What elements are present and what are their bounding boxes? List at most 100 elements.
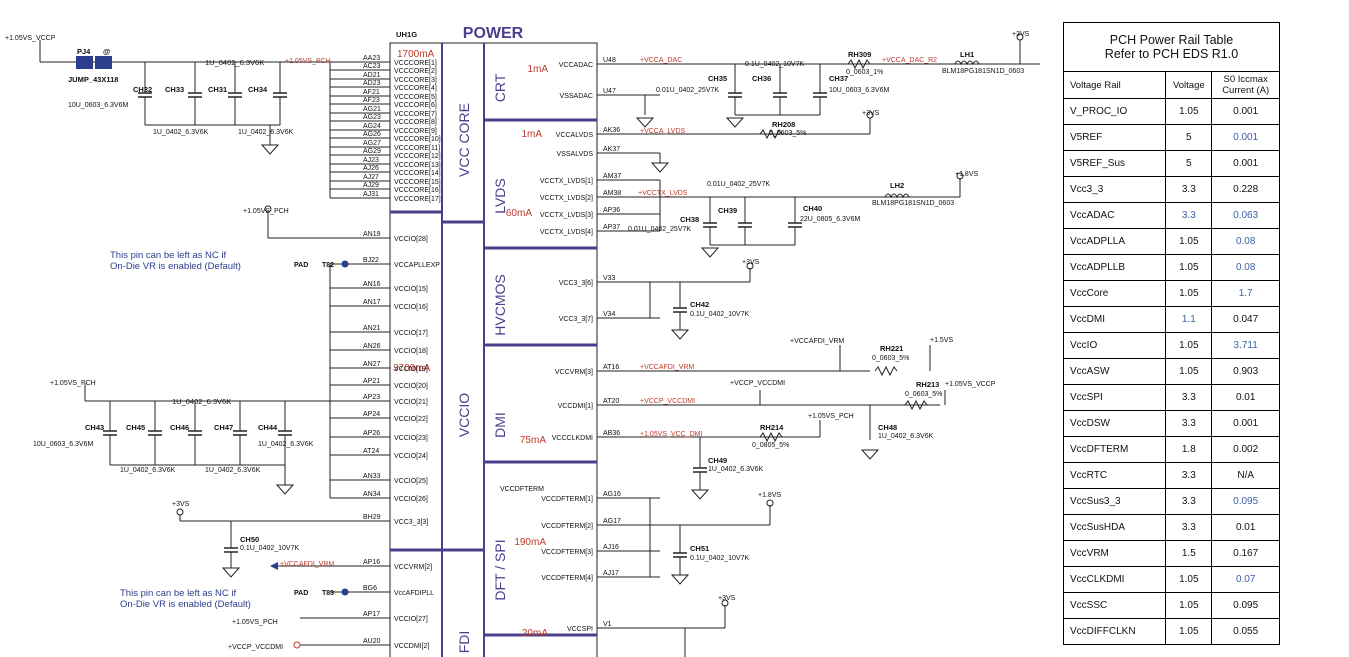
table-cell: VccDIFFCLKN [1062,618,1167,645]
test-pad [341,260,349,268]
pin-name: VCCDFTERM[3] [541,549,593,556]
pin-number: AN16 [363,281,381,288]
table-cell: 0.903 [1211,358,1280,385]
table-title-line: PCH Power Rail Table [1109,33,1234,47]
ground-symbol [635,117,655,128]
pin-number: AN19 [363,231,381,238]
net-label: +VCCP_VCCDMI [228,644,283,651]
current-label: 1700mA [397,49,435,60]
table-cell: VccIO [1062,332,1167,359]
net-label: +1.05VS_VCCP [945,381,996,388]
pin-name: VCCIO[27] [394,616,428,623]
pin-number: AG26 [363,131,381,138]
pin-name: VCCSPI [567,626,593,633]
net-label: +VCCP_VCCDMI [730,380,785,387]
pin-number: V33 [603,275,616,282]
table-cell: VccRTC [1062,462,1167,489]
pin-name: VCCDFTERM[2] [541,523,593,530]
component-value: 1U_0402_6.3V6K [205,467,261,474]
component-ref: CH44 [258,423,278,432]
pin-name: VCCIO[23] [394,435,428,442]
ground-symbol [260,144,280,155]
table-cell: 5 [1165,124,1213,151]
pin-name: VccAFDIPLL [394,590,434,597]
table-cell: 3.3 [1165,384,1213,411]
ground-symbol [221,567,241,578]
component-value: 0.01U_0402_25V7K [628,226,691,233]
component-value: 10U_0603_6.3V6M [68,102,128,109]
jumper-mark: @ [103,47,110,56]
component-value: BLM18PG181SN1D_0603 [942,68,1024,75]
pin-name: VCC3_3[3] [394,519,428,526]
pin-name: VCCCORE[7] [394,111,437,118]
component-ref: RH208 [772,120,795,129]
pin-name: VCCDFTERM[4] [541,575,593,582]
nc-note: On-Die VR is enabled (Default) [120,599,251,610]
table-cell: 0.167 [1211,540,1280,567]
pin-number: AG27 [363,140,381,147]
pin-number: AT16 [603,364,619,371]
table-cell: VccADAC [1062,202,1167,229]
component-ref: RH221 [880,344,903,353]
group-label: LVDS [492,178,508,214]
component-ref: RH309 [848,50,871,59]
pin-number: U47 [603,88,616,95]
group-label: CRT [492,73,508,102]
pin-number: AU20 [363,638,381,645]
component-ref: CH50 [240,535,259,544]
pin-number: U48 [603,57,616,64]
pin-number: AC23 [363,63,381,70]
pin-number: AF23 [363,97,380,104]
inductor [954,60,980,66]
pin-name: VCCCORE[5] [394,94,437,101]
current-label: 60mA [506,208,532,219]
component-ref: RH213 [916,380,939,389]
component-ref: PJ4 [77,47,91,56]
table-cell: 3.3 [1165,462,1213,489]
component-ref: CH48 [878,423,897,432]
table-cell: 0.01 [1211,384,1280,411]
pin-number: AG16 [603,491,621,498]
net-label: +1.05VS_PCH [50,380,96,387]
pin-name: VCCIO[20] [394,383,428,390]
component-value: 0.01U_0402_25V7K [656,87,719,94]
table-cell: VccCore [1062,280,1167,307]
table-cell: 1.05 [1165,280,1213,307]
pin-number: V34 [603,311,616,318]
component-ref: CH39 [718,206,737,215]
pin-name: VCCCORE[17] [394,196,441,203]
table-cell: 3.3 [1165,488,1213,515]
table-cell: V_PROC_IO [1062,98,1167,125]
pin-name: VSSALVDS [557,151,594,158]
power-port [293,641,301,649]
pin-number: BJ22 [363,257,379,264]
net-label: +VCCP_VCCDMI [640,398,695,405]
pin-name: VCCDMI[1] [558,403,593,410]
component-ref: CH31 [208,85,227,94]
component-value: 0.1U_0402_10V7K [690,555,749,562]
pin-number: AP21 [363,378,380,385]
pin-name: VCCALVDS [556,132,594,139]
table-cell: 1.05 [1165,332,1213,359]
component-ref: CH43 [85,423,104,432]
net-label: +1.05VS_VCCP [5,35,56,42]
power-block-outline [389,42,598,657]
table-cell: 1.1 [1165,306,1213,333]
pin-name: VCCIO[24] [394,453,428,460]
power-port [176,508,184,516]
table-cell: 0.063 [1211,202,1280,229]
pin-number: AG21 [363,106,381,113]
current-label: 190mA [514,537,546,548]
pin-number: AP23 [363,394,380,401]
pin-number: V1 [603,621,612,628]
